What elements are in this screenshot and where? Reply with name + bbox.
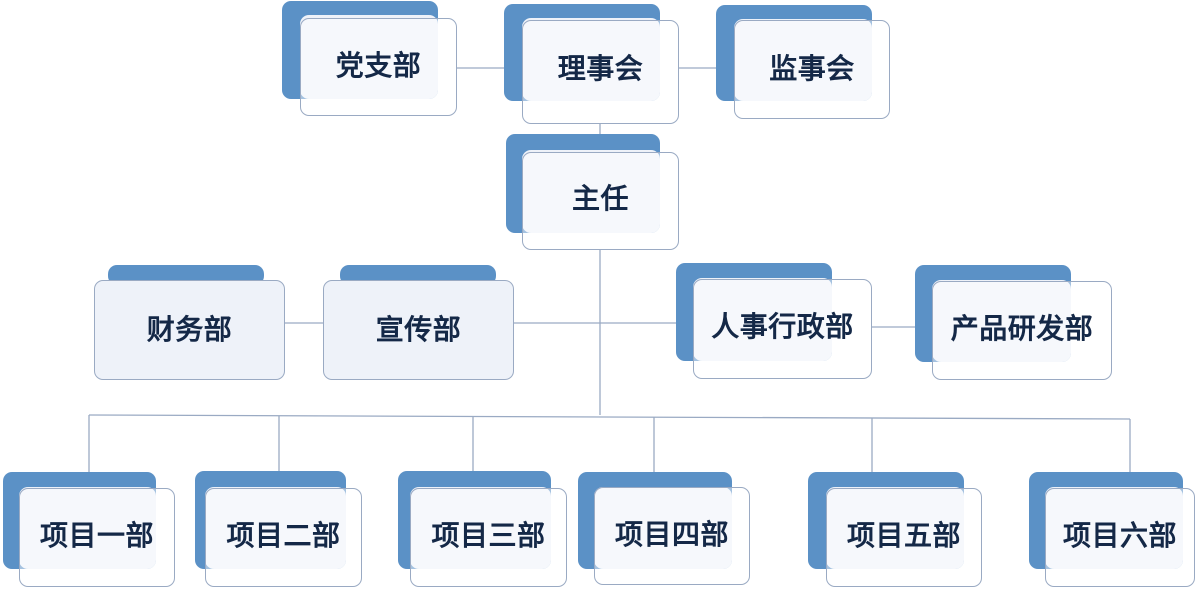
- node-label: 产品研发部: [950, 312, 1094, 345]
- node-label: 党支部: [335, 49, 422, 82]
- node-label: 宣传部: [375, 313, 462, 346]
- node-label: 理事会: [557, 52, 644, 85]
- node-label: 项目三部: [431, 519, 546, 552]
- node-label: 项目五部: [846, 519, 961, 552]
- node-label: 项目二部: [226, 519, 341, 552]
- node-label: 人事行政部: [711, 310, 854, 343]
- node-label: 主任: [571, 182, 629, 215]
- node-label: 项目六部: [1062, 519, 1177, 552]
- node-label: 项目四部: [614, 518, 729, 551]
- node-label: 项目一部: [39, 519, 154, 552]
- connector-project-bus: [88, 414, 1131, 420]
- node-label: 财务部: [146, 313, 233, 346]
- node-label: 监事会: [769, 52, 855, 85]
